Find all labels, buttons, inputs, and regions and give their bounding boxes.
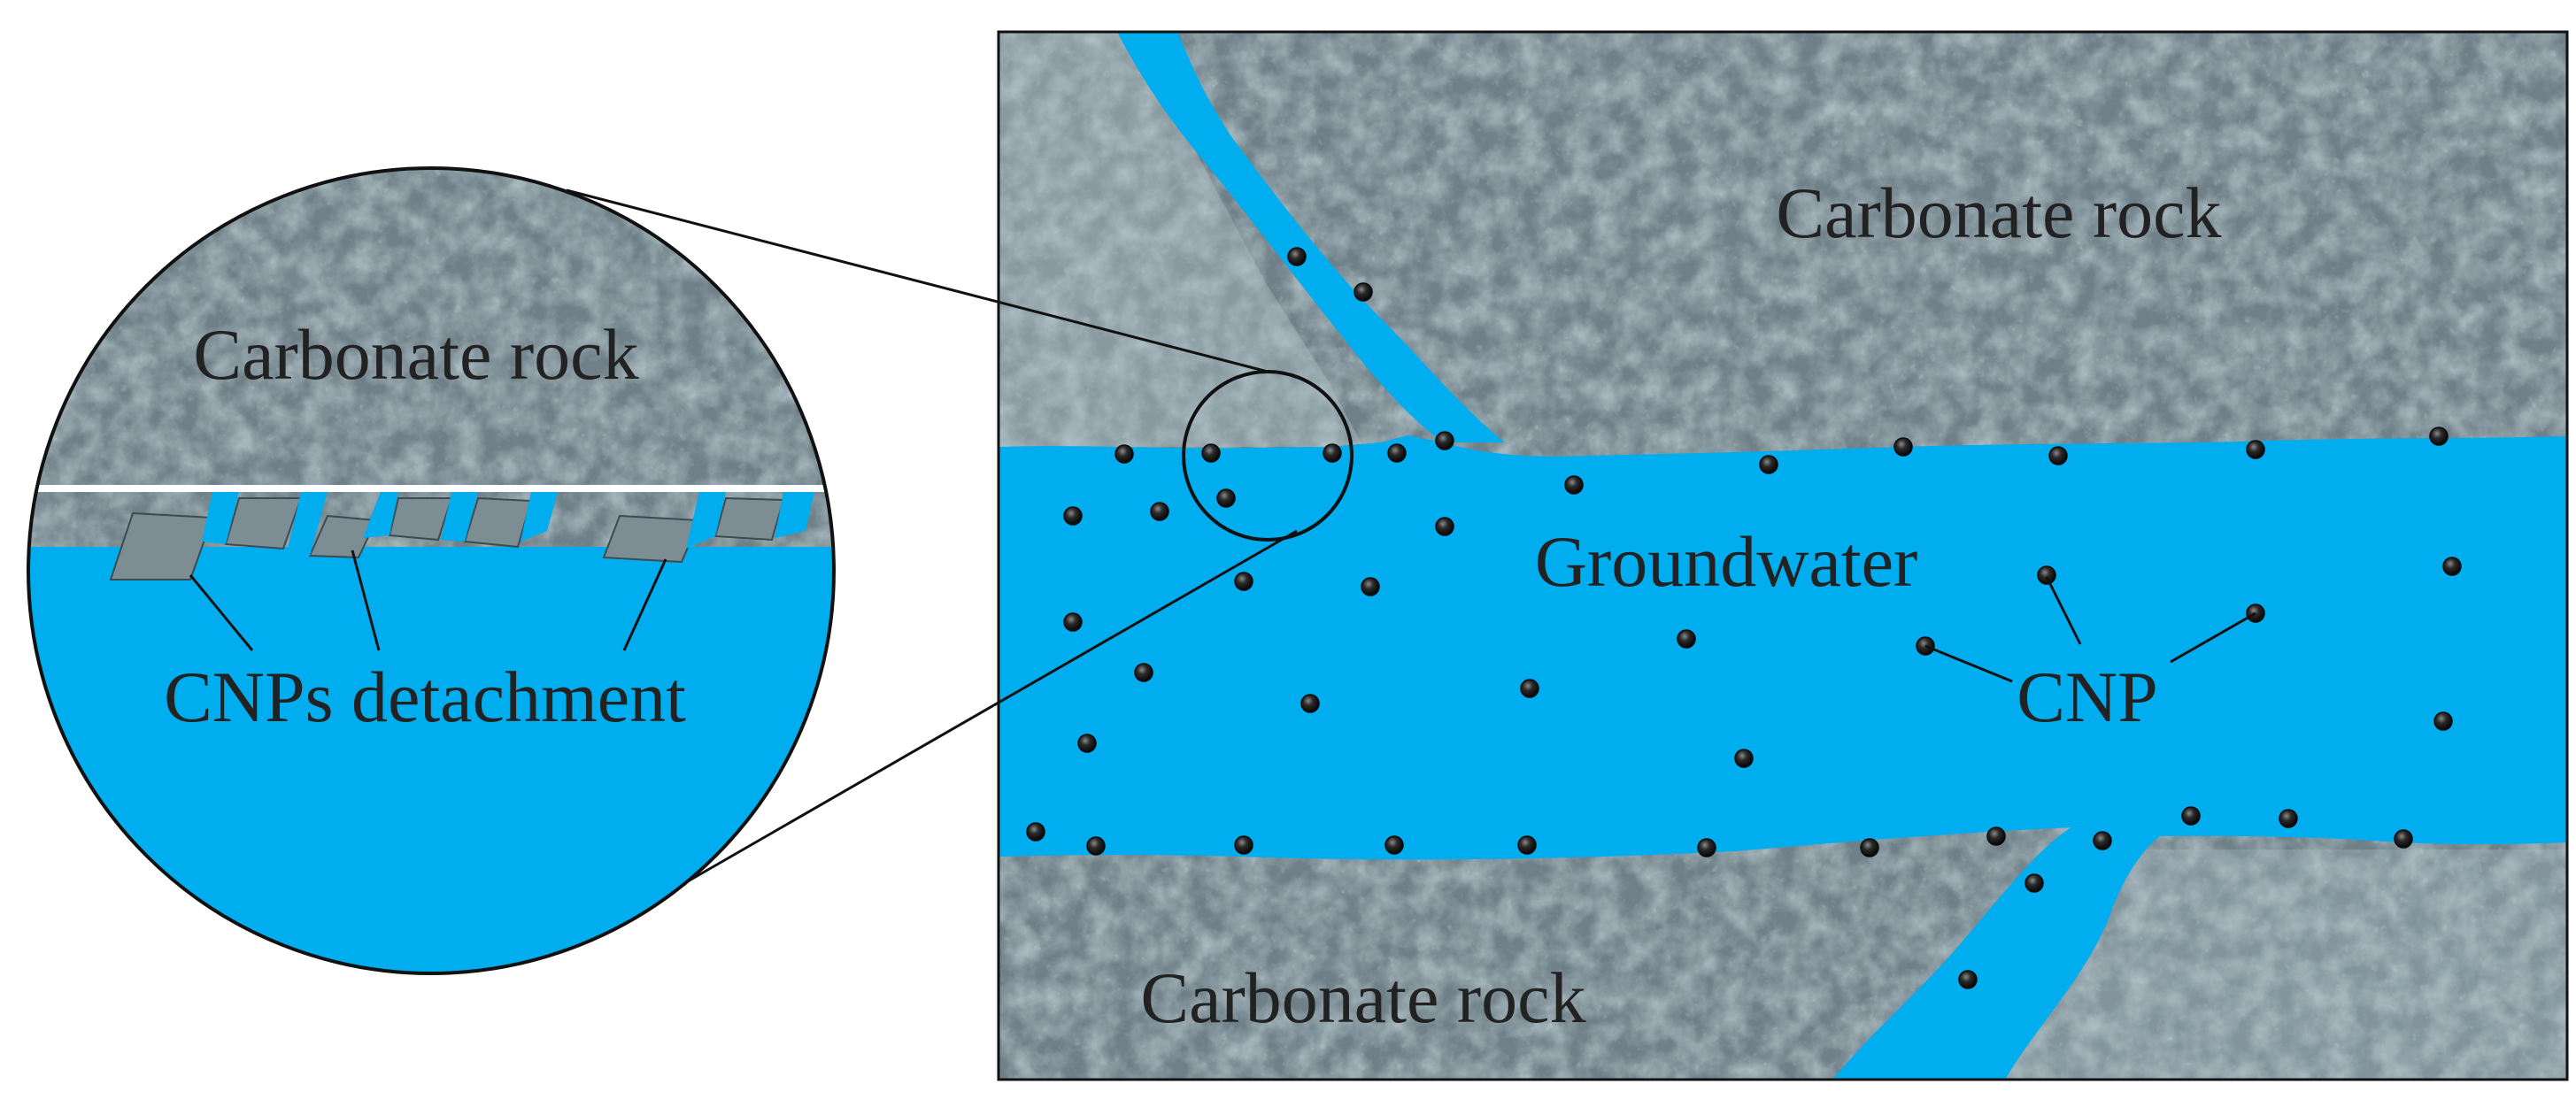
upper-fracture — [1117, 32, 1505, 442]
zoom-connector-bottom — [681, 529, 1298, 887]
cnp-particle — [2093, 831, 2112, 850]
label-cnps-detachment: CNPs detachment — [164, 657, 686, 737]
detaching-block — [463, 496, 533, 549]
water-sliver — [363, 492, 398, 538]
label-carbonate-rock-top: Carbonate rock — [1776, 173, 2221, 253]
detachment-pointer-line — [351, 550, 381, 651]
cnp-pointer-line — [2170, 611, 2256, 664]
cnp-particle — [1435, 517, 1454, 536]
main-panel: Carbonate rock Groundwater CNP Carbonate… — [999, 32, 2567, 1080]
zoom-connector-top — [566, 188, 1269, 373]
detachment-pointer-line — [622, 558, 667, 651]
water-sliver — [441, 492, 478, 542]
cnp-particle — [2025, 873, 2044, 893]
rock-block-light-upper — [999, 32, 1363, 447]
cnp-particle — [1361, 577, 1380, 596]
cnp-particle — [2442, 557, 2462, 576]
detachment-pointer-line — [189, 574, 254, 651]
cnp-particle — [1063, 506, 1083, 526]
cnp-particle — [1759, 455, 1778, 474]
cnp-particle — [1086, 836, 1106, 856]
inset-interface-line — [28, 485, 834, 492]
detachment-pointer-lines — [189, 550, 667, 651]
cnp-particle — [1986, 826, 2006, 846]
cnp-particle — [1697, 838, 1716, 857]
cnp-particle — [1435, 431, 1454, 450]
cnp-particle — [2394, 829, 2413, 849]
cnp-particle — [1323, 443, 1342, 463]
cnp-particle — [1234, 572, 1253, 591]
cnp-particle — [1114, 444, 1134, 464]
cnp-particle — [1216, 488, 1236, 508]
water-sliver — [686, 492, 726, 549]
cnp-pointer-lines — [1924, 576, 2256, 683]
detaching-block — [602, 514, 701, 564]
water-sliver — [288, 492, 328, 556]
cnp-particle — [2037, 565, 2056, 585]
inset-circle-border — [27, 166, 836, 975]
cnp-particle — [1077, 734, 1097, 753]
cnp-particle — [1234, 835, 1253, 855]
cnp-particle — [1734, 749, 1754, 768]
cnp-particle — [2181, 806, 2201, 826]
cnp-pointer-line — [1924, 644, 2013, 683]
cnp-particle — [1354, 282, 1373, 302]
cnp-particle — [2048, 446, 2068, 465]
cnp-particles — [1026, 247, 2462, 989]
detaching-block — [308, 514, 378, 559]
cnp-particle — [1520, 679, 1539, 698]
cnp-particle — [1063, 612, 1083, 632]
cnp-particle — [1287, 247, 1307, 266]
cnp-particle — [1860, 838, 1879, 857]
main-panel-border — [997, 30, 2569, 1081]
cnp-particle — [1564, 475, 1584, 495]
groundwater-channel — [999, 435, 2567, 1080]
label-groundwater: Groundwater — [1535, 521, 1918, 602]
water-sliver — [202, 492, 239, 544]
detaching-block — [388, 497, 453, 542]
cnp-particle — [1201, 443, 1221, 463]
cnp-particle — [1517, 835, 1537, 855]
label-carbonate-rock-bottom: Carbonate rock — [1140, 957, 1585, 1038]
detaching-block — [224, 497, 303, 550]
cnp-particle — [1134, 663, 1153, 682]
cnp-particle — [1300, 694, 1320, 713]
cnp-pointer-line — [2045, 576, 2082, 645]
cnp-particle — [1150, 502, 1169, 521]
inset-water-slivers — [202, 492, 814, 556]
cnp-particle — [1387, 443, 1407, 463]
detaching-block — [109, 511, 214, 580]
detaching-block — [713, 496, 785, 542]
cnp-particle — [2429, 427, 2449, 446]
rock-block-light-lower — [1992, 849, 2567, 1080]
cnp-particle — [1677, 629, 1696, 649]
cnp-particle — [1893, 437, 1913, 457]
cnp-particle — [1384, 835, 1404, 855]
cnp-particle — [2279, 809, 2298, 828]
water-sliver — [775, 492, 814, 538]
cnp-particle — [2433, 711, 2453, 731]
cnp-particle — [2246, 440, 2265, 459]
label-cnp: CNP — [2017, 657, 2158, 737]
label-carbonate-rock-inset: Carbonate rock — [193, 314, 638, 395]
water-sliver — [521, 492, 558, 542]
inset-detaching-blocks — [109, 496, 785, 580]
cnp-particle — [1026, 822, 1045, 842]
cnp-particle — [1958, 970, 1978, 989]
